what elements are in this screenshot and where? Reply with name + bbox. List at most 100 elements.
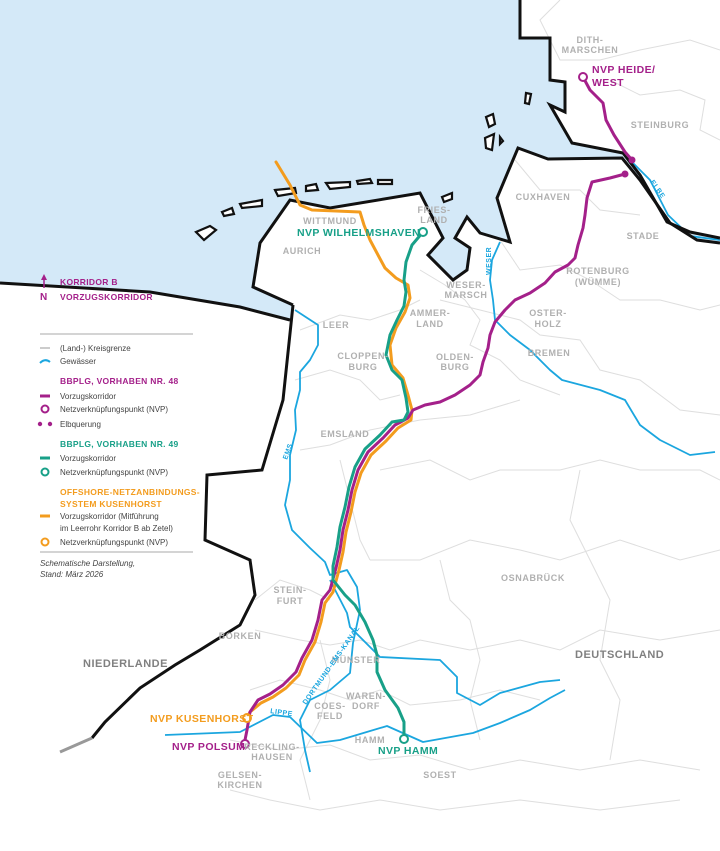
elb-swatch — [37, 421, 43, 427]
legend-item: Elbquerung — [60, 420, 101, 429]
elbe-crossing-dot — [621, 170, 629, 178]
country-label-de: DEUTSCHLAND — [575, 649, 664, 661]
nvp-kusenhorst-marker — [242, 713, 252, 723]
district-labels: DITH- MARSCHEN STEINBURG CUXHAVEN STADE … — [217, 35, 689, 790]
nvp-hamm-marker — [399, 734, 409, 744]
district-label: FRIES- — [417, 205, 450, 215]
district-label: CUXHAVEN — [516, 192, 571, 202]
legend-title: VORZUGSKORRIDOR — [60, 292, 153, 302]
river-label-weser: WESER — [486, 247, 493, 275]
legend-title: KORRIDOR B — [60, 277, 118, 287]
district-label: LAND — [420, 215, 447, 225]
nvp-wilhelmshaven-marker — [418, 227, 428, 237]
legend-item: Netzverknüpfungspunkt (NVP) — [60, 468, 168, 477]
district-label: GELSEN- — [218, 770, 262, 780]
district-label: RECKLING- — [244, 742, 299, 752]
national-border — [90, 304, 295, 739]
district-label: AURICH — [283, 246, 322, 256]
district-label: EMSLAND — [321, 429, 370, 439]
district-label: ROTENBURG — [566, 266, 629, 276]
route-vorhaben-49 — [331, 230, 425, 737]
nvp-swatch — [40, 537, 50, 547]
national-border-fade — [59, 736, 93, 754]
river-label-ems: EMS — [282, 443, 294, 461]
north-arrow-icon — [41, 274, 47, 280]
legend-group-title: OFFSHORE-NETZANBINDUNGS- — [60, 487, 200, 497]
river-ems-branch — [329, 579, 561, 706]
rivers — [164, 159, 720, 773]
north-label: N — [40, 292, 47, 303]
district-label: LAND — [416, 319, 443, 329]
river-ems — [284, 309, 361, 773]
legend-group-title: BBPLG, VORHABEN NR. 48 — [60, 376, 179, 386]
district-label: DITH- — [577, 35, 604, 45]
district-label: HAMM — [355, 735, 385, 745]
nvp-heide-label: NVP HEIDE/ — [592, 64, 655, 76]
legend-item: im Leerrohr Korridor B ab Zetel) — [60, 524, 173, 533]
district-label: STADE — [627, 231, 660, 241]
nvp-polsum-marker — [240, 739, 250, 749]
coastline-west — [0, 281, 291, 322]
legend-item: Gewässer — [60, 357, 96, 366]
legend-note: Stand: März 2026 — [40, 570, 104, 579]
coastline-south — [251, 146, 720, 307]
district-label: OSNABRÜCK — [501, 573, 565, 583]
river-weser — [489, 241, 716, 456]
district-label: BREMEN — [528, 348, 571, 358]
district-label: OLDEN- — [436, 352, 474, 362]
elbe-crossing-dot — [628, 156, 636, 164]
elb-swatch — [47, 421, 53, 427]
legend-item: Vorzugskorridor (Mitführung — [60, 512, 159, 521]
nvp-hamm-label: NVP HAMM — [378, 745, 438, 757]
district-label: BURG — [441, 362, 470, 372]
legend: N KORRIDOR B VORZUGSKORRIDOR (Land-) Kre… — [37, 274, 200, 579]
district-label: FURT — [277, 596, 303, 606]
legend-note: Schematische Darstellung, — [40, 559, 135, 568]
district-label: COES- — [314, 701, 346, 711]
route-offshore-kusenhorst — [245, 160, 414, 720]
district-label: HOLZ — [535, 319, 562, 329]
district-label: MÜNSTER — [332, 655, 381, 665]
nvp-heide-label: WEST — [592, 77, 624, 89]
legend-item: Vorzugskorridor — [60, 454, 116, 463]
nvp-swatch — [40, 404, 50, 414]
country-label-nl: NIEDERLANDE — [83, 658, 168, 670]
route-vorhaben-48-north — [581, 75, 634, 162]
district-label: MARSCH — [444, 290, 487, 300]
district-label: WESER- — [446, 280, 486, 290]
district-label: STEIN- — [273, 585, 306, 595]
river-label-lippe: LIPPE — [270, 708, 293, 718]
district-label: HAUSEN — [251, 752, 293, 762]
nvp-heide-marker — [578, 72, 588, 82]
district-label: BURG — [349, 362, 378, 372]
district-label: MARSCHEN — [562, 45, 619, 55]
district-label: BORKEN — [219, 631, 262, 641]
district-label: LEER — [323, 320, 349, 330]
district-label: WAREN- — [346, 691, 386, 701]
legend-group-title: BBPLG, VORHABEN NR. 49 — [60, 439, 179, 449]
district-label: KIRCHEN — [217, 780, 262, 790]
route-vorhaben-48 — [243, 172, 627, 742]
legend-item: Netzverknüpfungspunkt (NVP) — [60, 538, 168, 547]
district-label: SOEST — [423, 770, 457, 780]
nvp-kusenhorst-label: NVP KUSENHORST — [150, 713, 254, 725]
legend-item: (Land-) Kreisgrenze — [60, 344, 131, 353]
islands — [194, 91, 533, 242]
nvp-swatch — [40, 467, 50, 477]
coastline — [518, 0, 720, 240]
district-label: (WÜMME) — [575, 277, 621, 287]
nvp-wilhelmshaven-label: NVP WILHELMSHAVEN — [297, 227, 420, 239]
district-label: AMMER- — [410, 308, 451, 318]
north-sea — [0, 0, 720, 320]
water-swatch — [39, 359, 51, 364]
legend-item: Netzverknüpfungspunkt (NVP) — [60, 405, 168, 414]
district-label: CLOPPEN- — [337, 351, 388, 361]
river-lippe — [164, 689, 566, 744]
district-label: STEINBURG — [631, 120, 689, 130]
legend-item: Vorzugskorridor — [60, 392, 116, 401]
district-label: OSTER- — [529, 308, 567, 318]
district-label: FELD — [317, 711, 343, 721]
district-borders — [229, 0, 720, 811]
legend-group-title: SYSTEM KUSENHORST — [60, 499, 162, 509]
nvp-polsum-label: NVP POLSUM — [172, 741, 245, 753]
